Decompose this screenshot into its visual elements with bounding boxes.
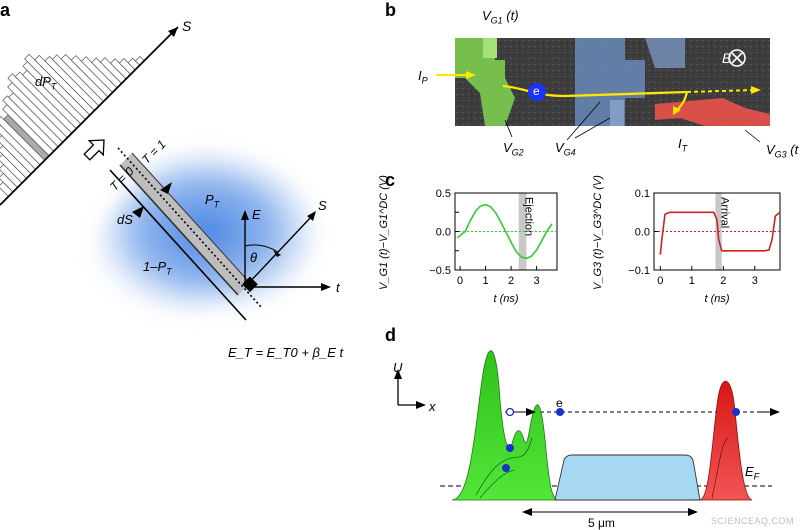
chart-left-ytick-label: −0.5 — [429, 265, 451, 277]
panel-b-vg1-label: VG1 (t) — [482, 8, 519, 26]
panel-d-figure — [394, 350, 780, 516]
panel-a-ds-label: dS — [117, 212, 133, 227]
chart-left: Ejection 0 1 2 3 −0.5 0.0 0.5 t (ns) — [429, 188, 558, 305]
panel-a-equation: E_T = E_T0 + β_E t — [228, 345, 344, 360]
panel-c-letter: c — [385, 170, 396, 190]
panel-a-pt-label: PT — [205, 192, 220, 210]
chart-right-xlabel: t (ns) — [704, 293, 729, 305]
s-axis-top — [0, 26, 179, 206]
panel-d-u-label: U — [393, 360, 403, 375]
chart-left-xtick-label: 3 — [534, 275, 540, 287]
panel-d-ef-label: EF — [745, 464, 760, 482]
panel-a-letter: a — [0, 0, 11, 20]
panel-d-scale-label: 5 μm — [588, 516, 615, 530]
panel-d-x-label: x — [429, 399, 436, 414]
chart-right-annotation-label: Arrival — [719, 197, 731, 228]
coordinate-axes — [241, 210, 331, 293]
chart-left-annotation-band — [518, 193, 527, 270]
panel-c-right-ylabel: V_G3 (t)−V_G3^DC (V) — [592, 175, 604, 290]
chart-left-series-line-0 — [456, 203, 553, 260]
panel-c-left-ylabel: V_G1 (t)−V_G1^DC (V) — [378, 175, 390, 290]
panel-d-electron-label: e — [556, 396, 563, 410]
chart-left-ytick-label: 0.5 — [436, 188, 451, 200]
chart-left-annotation-label: Ejection — [523, 197, 535, 236]
panel-a-s-label-right: S — [318, 198, 327, 213]
panel-b-electron-label: e — [533, 84, 540, 98]
panel-b-vg2-label: VG2 — [503, 140, 524, 158]
chart-right: Arrival 0 1 2 3 −0.1 0.0 0.1 t (ns) — [628, 188, 781, 305]
chart-right-series-line-0 — [659, 211, 781, 255]
panel-a-s-label-top: S — [182, 18, 192, 34]
panel-a-e-label: E — [252, 207, 261, 222]
panel-a-figure — [0, 26, 331, 321]
chart-left-xtick-label: 2 — [508, 275, 514, 287]
chart-left-xlabel: t (ns) — [493, 293, 518, 305]
panel-b-b-field-label: B — [722, 50, 732, 66]
panel-a-dpt-label: dPT — [35, 74, 57, 92]
barrier — [109, 147, 263, 321]
watermark: SCIENCEAQ.COM — [710, 516, 794, 526]
panel-b-letter: b — [385, 0, 396, 20]
chart-left-xtick-label: 0 — [457, 275, 463, 287]
chart-right-ytick-label: 0.0 — [635, 227, 650, 239]
chart-right-xtick-label: 3 — [752, 275, 758, 287]
histogram — [0, 53, 145, 198]
hollow-arrow-icon — [83, 139, 105, 161]
chart-right-ytick-label: 0.1 — [635, 188, 650, 200]
panel-b-it-label: IT — [678, 136, 688, 154]
panel-b-vg3-label: VG3 (t — [766, 142, 799, 160]
chart-right-ytick-label: −0.1 — [628, 265, 650, 277]
chart-left-ytick-label: 0.0 — [436, 227, 451, 239]
panel-a-theta-label: θ — [250, 250, 258, 265]
chart-left-xtick-label: 1 — [483, 275, 489, 287]
panel-b-vg4-label: VG4 — [555, 140, 576, 158]
chart-right-xtick-label: 2 — [720, 275, 726, 287]
sem-image — [455, 38, 770, 126]
panel-d-letter: d — [385, 325, 396, 345]
chart-right-xtick-label: 1 — [689, 275, 695, 287]
panel-b-ip-label: IP — [418, 68, 428, 86]
panel-a-1-minus-pt-label: 1–PT — [143, 259, 172, 277]
panel-a-t-label: t — [336, 280, 340, 295]
chart-right-xtick-label: 0 — [657, 275, 663, 287]
